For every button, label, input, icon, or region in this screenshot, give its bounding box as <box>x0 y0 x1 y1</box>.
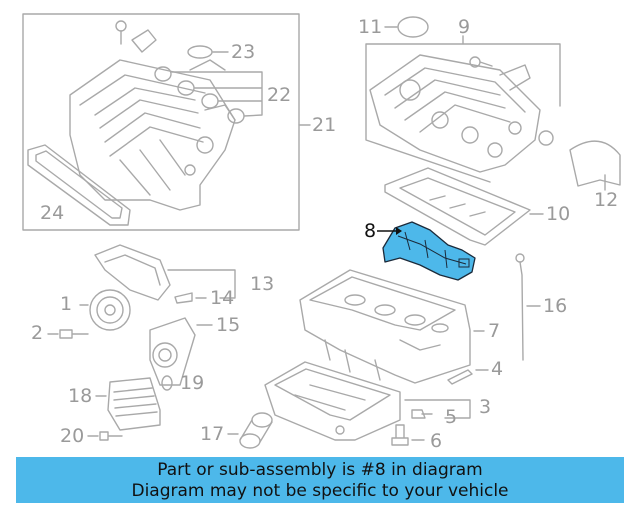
callout-9: 9 <box>458 16 471 38</box>
callout-22: 22 <box>267 84 292 106</box>
callout-14: 14 <box>210 287 235 309</box>
sensor-drawing <box>115 20 157 53</box>
callout-23: 23 <box>231 41 256 63</box>
callout-5: 5 <box>445 406 458 428</box>
callout-7: 7 <box>488 320 501 342</box>
plug-5-drawing <box>411 409 433 419</box>
oil-cap-11 <box>397 16 429 38</box>
callout-16: 16 <box>543 295 568 317</box>
callout-3: 3 <box>479 396 492 418</box>
bolt-20-drawing <box>99 431 123 441</box>
callout-2: 2 <box>31 322 44 344</box>
banner-line-2: Diagram may not be specific to your vehi… <box>131 481 509 501</box>
callout-8-arrow <box>377 227 402 235</box>
callout-19: 19 <box>180 372 205 394</box>
callout-15: 15 <box>216 314 241 336</box>
info-banner: Part or sub-assembly is #8 in diagram Di… <box>16 457 624 503</box>
timing-cover-drawing <box>94 244 171 301</box>
oil-filter-drawing <box>239 412 273 449</box>
intake-manifold-8-highlight[interactable] <box>382 221 476 281</box>
callout-6: 6 <box>430 430 443 452</box>
callout-24: 24 <box>40 202 65 224</box>
callout-4: 4 <box>491 358 504 380</box>
banner-line-1: Part or sub-assembly is #8 in diagram <box>157 460 483 480</box>
callout-21: 21 <box>312 114 337 136</box>
oil-cooler-drawing <box>107 377 161 431</box>
dipstick-drawing <box>519 261 524 361</box>
gasket-10-drawing <box>384 167 531 246</box>
valve-cover-drawing <box>369 54 554 173</box>
callout-17: 17 <box>200 423 225 445</box>
parts-diagram <box>22 13 621 449</box>
bolt-2-drawing <box>59 329 89 339</box>
gasket-24-drawing <box>27 144 131 226</box>
callout-10: 10 <box>546 203 571 225</box>
o-ring-19 <box>161 375 173 391</box>
callout-20: 20 <box>60 425 85 447</box>
callout-18: 18 <box>68 385 93 407</box>
callout-12: 12 <box>594 189 619 211</box>
valve-cover-frame <box>365 43 561 183</box>
pulley-drawing <box>89 289 131 331</box>
upper-intake-manifold-drawing <box>69 59 236 211</box>
seal-14-drawing <box>174 292 193 304</box>
engine-block-drawing <box>299 269 471 384</box>
o-ring-23 <box>187 45 213 59</box>
callout-1: 1 <box>60 293 73 315</box>
part-4-drawing <box>447 369 473 385</box>
bolt-6-drawing <box>391 424 409 446</box>
intake-group-frame <box>22 13 300 231</box>
cover-12-drawing <box>569 140 621 187</box>
callout-8: 8 <box>364 220 377 242</box>
oil-pan-drawing <box>264 361 401 441</box>
housing-15-drawing <box>149 317 196 386</box>
callout-13: 13 <box>250 273 275 295</box>
callout-11: 11 <box>358 16 383 38</box>
